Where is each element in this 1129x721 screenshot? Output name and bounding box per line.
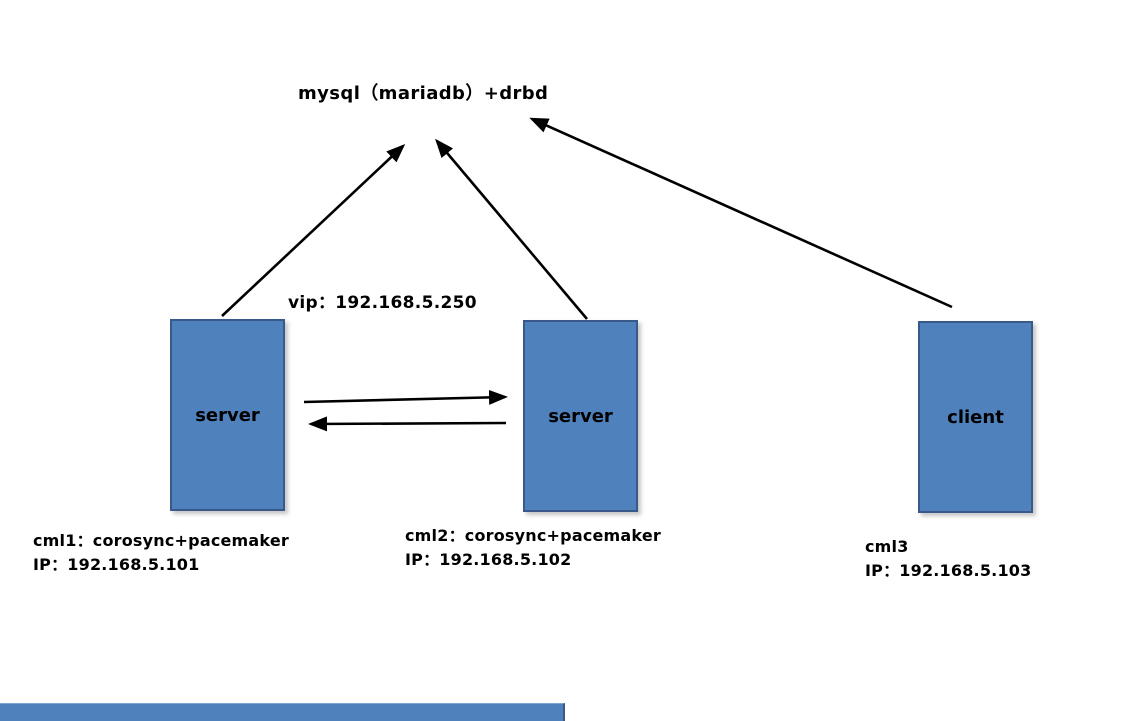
- caption-client-line2: IP：192.168.5.103: [865, 561, 1032, 580]
- arrow-server1-to-server2: [303, 389, 508, 405]
- bottom-scrollbar-fragment: [0, 703, 565, 721]
- arrow-client-to-mysql: [529, 117, 953, 309]
- node-server2-label: server: [548, 405, 613, 427]
- caption-server1: cml1：corosync+pacemaker IP：192.168.5.101: [33, 529, 289, 577]
- caption-server2: cml2：corosync+pacemaker IP：192.168.5.102: [405, 524, 661, 572]
- caption-client-line1: cml3: [865, 537, 909, 556]
- caption-server2-line1: cml2：corosync+pacemaker: [405, 526, 661, 545]
- vip-address-label: vip：192.168.5.250: [288, 293, 477, 313]
- node-server1: server: [170, 319, 285, 511]
- caption-server1-line2: IP：192.168.5.101: [33, 555, 200, 574]
- caption-server1-line1: cml1：corosync+pacemaker: [33, 531, 289, 550]
- node-server2: server: [523, 320, 638, 512]
- node-server1-label: server: [195, 404, 260, 426]
- node-client: client: [918, 321, 1033, 513]
- caption-client: cml3 IP：192.168.5.103: [865, 535, 1031, 583]
- caption-server2-line2: IP：192.168.5.102: [405, 550, 572, 569]
- arrow-server2-to-server1: [308, 416, 507, 432]
- diagram-title: mysql（mariadb）+drbd: [298, 83, 549, 104]
- node-client-label: client: [947, 406, 1004, 428]
